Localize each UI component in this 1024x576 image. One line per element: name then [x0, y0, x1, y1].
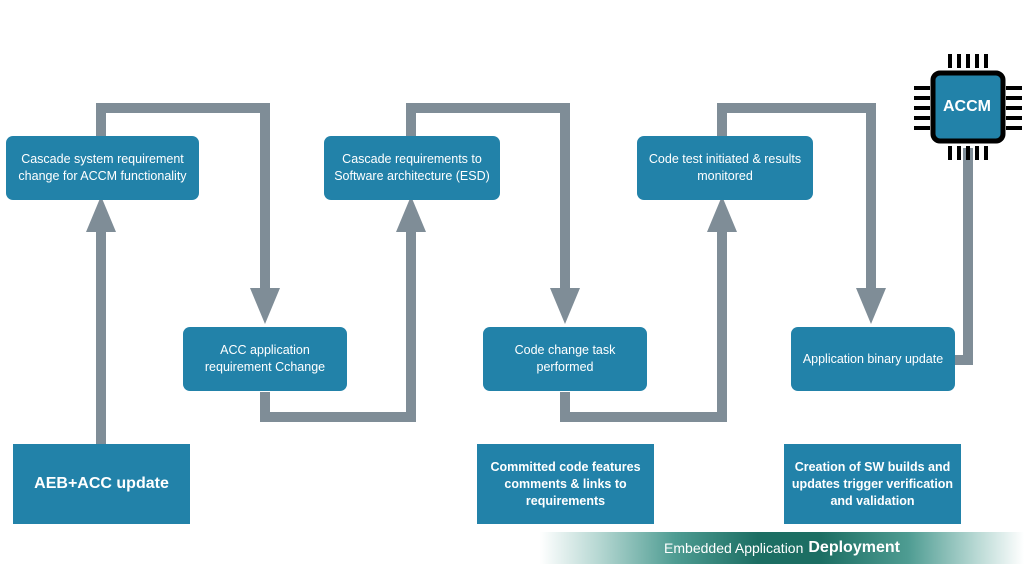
- step-cascade-system-requirement: Cascade system requirement change for AC…: [6, 136, 199, 200]
- connector-binary-to-chip: [954, 148, 973, 365]
- step-application-binary-update: Application binary update: [791, 327, 955, 391]
- arrowhead-up-2: [396, 196, 426, 232]
- arrowhead-up-1: [86, 196, 116, 232]
- microchip-icon: [914, 54, 1022, 160]
- callout-sw-builds-label: Creation of SW builds and updates trigge…: [791, 459, 954, 508]
- step-cascade-software-architecture: Cascade requirements to Software archite…: [324, 136, 500, 200]
- deployment-banner: Embedded Application Deployment: [540, 532, 1024, 564]
- step-cascade-system-requirement-label: Cascade system requirement change for AC…: [18, 152, 187, 183]
- callout-committed-code: Committed code features comments & links…: [477, 444, 654, 524]
- step-code-test-initiated-label: Code test initiated & results monitored: [648, 152, 802, 183]
- banner-prefix: Embedded Application: [664, 540, 804, 556]
- step-code-test-initiated: Code test initiated & results monitored: [637, 136, 813, 200]
- arrowhead-down-1: [250, 288, 280, 324]
- banner-emphasis: Deployment: [808, 539, 900, 556]
- step-code-change-task-label: Code change task performed: [514, 343, 616, 374]
- step-application-binary-update-label: Application binary update: [802, 351, 944, 366]
- callout-aeb-acc-update: AEB+ACC update: [13, 444, 190, 524]
- step-acc-application-requirement-label: ACC application requirement Cchange: [204, 343, 326, 374]
- chip-label: ACCM: [943, 98, 991, 115]
- callout-aeb-acc-update-label: AEB+ACC update: [34, 475, 169, 492]
- callout-committed-code-label: Committed code features comments & links…: [490, 459, 641, 508]
- step-code-change-task: Code change task performed: [483, 327, 647, 391]
- connector-acc-to-cascade-sw: [260, 225, 416, 422]
- arrowhead-up-3: [707, 196, 737, 232]
- callout-sw-builds: Creation of SW builds and updates trigge…: [784, 444, 961, 524]
- arrowhead-down-2: [550, 288, 580, 324]
- connector-cascade-to-acc: [96, 103, 270, 293]
- connector-code-change-to-test: [560, 225, 727, 422]
- step-cascade-software-architecture-label: Cascade requirements to Software archite…: [334, 152, 490, 183]
- arrowhead-down-3: [856, 288, 886, 324]
- connector-cascade-sw-to-code-change: [406, 103, 570, 293]
- step-acc-application-requirement: ACC application requirement Cchange: [183, 327, 347, 391]
- connector-test-to-binary: [717, 103, 876, 293]
